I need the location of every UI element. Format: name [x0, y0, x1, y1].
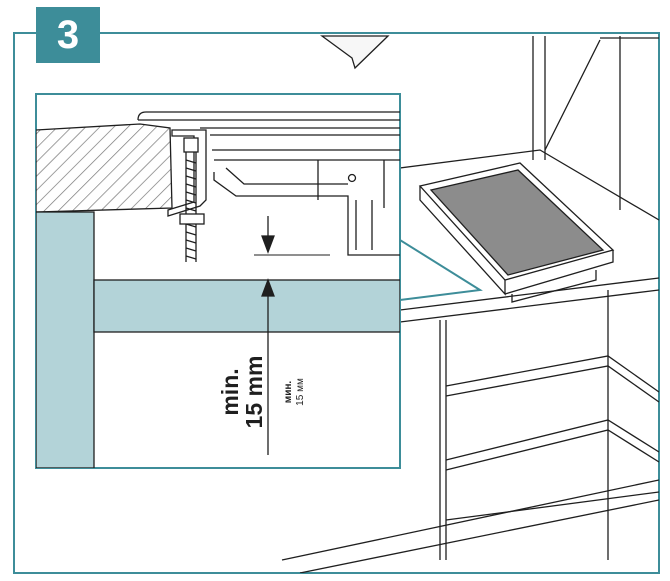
cooktop-profile	[137, 111, 400, 256]
kitchen-scene	[281, 35, 659, 573]
cooktop	[418, 162, 615, 303]
floor-line	[281, 479, 659, 561]
range-hood	[320, 35, 390, 70]
clamp-nut	[179, 213, 205, 225]
callout-pointer	[399, 238, 483, 302]
detail-drawing: min. 15 mm мин. 15 мм	[36, 111, 400, 468]
cooktop-glass	[429, 169, 605, 276]
cabinet-side-panel	[36, 211, 95, 468]
step-number-badge: 3	[36, 7, 100, 63]
mounting-clamp	[167, 129, 207, 262]
dimension-label-ru-min: мин.	[283, 381, 294, 404]
worktop-section	[36, 123, 173, 213]
dimension-label-en-value: 15 mm	[241, 356, 267, 429]
divider-panel	[93, 279, 400, 333]
shelf-1	[445, 355, 659, 393]
outer-frame	[13, 32, 660, 574]
dimension-label-en-min: min.	[217, 368, 243, 415]
screw-head	[183, 137, 199, 153]
dimension-label-ru-value: 15 мм	[295, 378, 306, 406]
shelf-2	[445, 419, 659, 461]
dimension-marker	[254, 216, 330, 455]
